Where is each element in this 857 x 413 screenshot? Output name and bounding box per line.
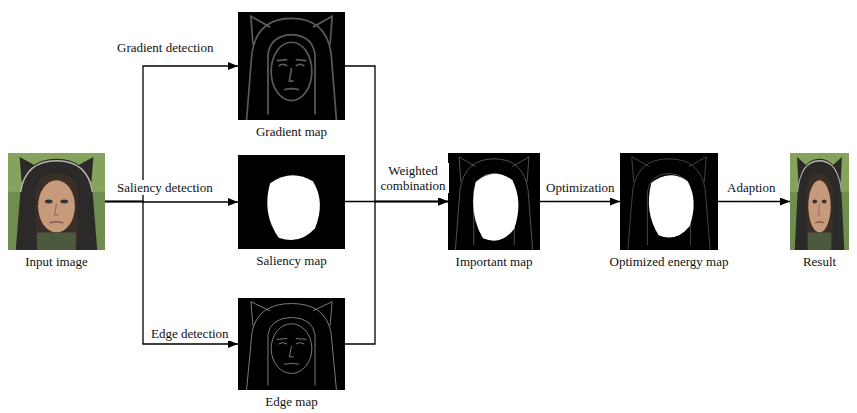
image-area <box>238 155 345 249</box>
flow-arrow <box>345 202 448 345</box>
image-area <box>8 153 105 250</box>
image-area <box>448 153 540 250</box>
gradient-image <box>238 12 345 120</box>
flow-arrow <box>105 66 238 202</box>
image-area <box>620 153 718 250</box>
saliency-image <box>238 155 345 249</box>
result-photo <box>790 153 849 250</box>
input-photo <box>8 153 105 250</box>
image-caption: Important map <box>448 254 540 269</box>
flow-arrow <box>105 202 238 345</box>
image-node: Optimized energy map <box>608 153 731 269</box>
image-node: Edge map <box>238 298 345 409</box>
flow-arrow <box>540 201 620 202</box>
energy-image <box>620 153 718 250</box>
edge-label: Edge detection <box>150 326 230 341</box>
image-area <box>238 12 345 120</box>
edge-label: Gradient detection <box>116 40 214 55</box>
edge-image <box>238 298 345 390</box>
important-image <box>448 153 540 250</box>
image-node: Saliency map <box>238 155 345 268</box>
image-node: Gradient map <box>238 12 345 139</box>
image-area <box>790 153 849 250</box>
image-area <box>238 298 345 390</box>
image-node: Input image <box>8 153 105 269</box>
image-caption: Input image <box>8 254 105 269</box>
image-node: Important map <box>448 153 540 269</box>
image-caption: Edge map <box>238 394 345 409</box>
image-caption: Optimized energy map <box>608 254 731 269</box>
image-node: Result <box>790 153 849 269</box>
edge-label: Adaption <box>726 180 776 195</box>
image-caption: Gradient map <box>238 124 345 139</box>
edge-label: Saliency detection <box>116 180 214 195</box>
image-caption: Result <box>790 254 849 269</box>
flow-arrow <box>345 66 448 202</box>
flow-arrow <box>718 201 790 202</box>
edge-label: Weighted combination <box>377 163 449 193</box>
image-caption: Saliency map <box>238 253 345 268</box>
edge-label: Optimization <box>545 180 616 195</box>
